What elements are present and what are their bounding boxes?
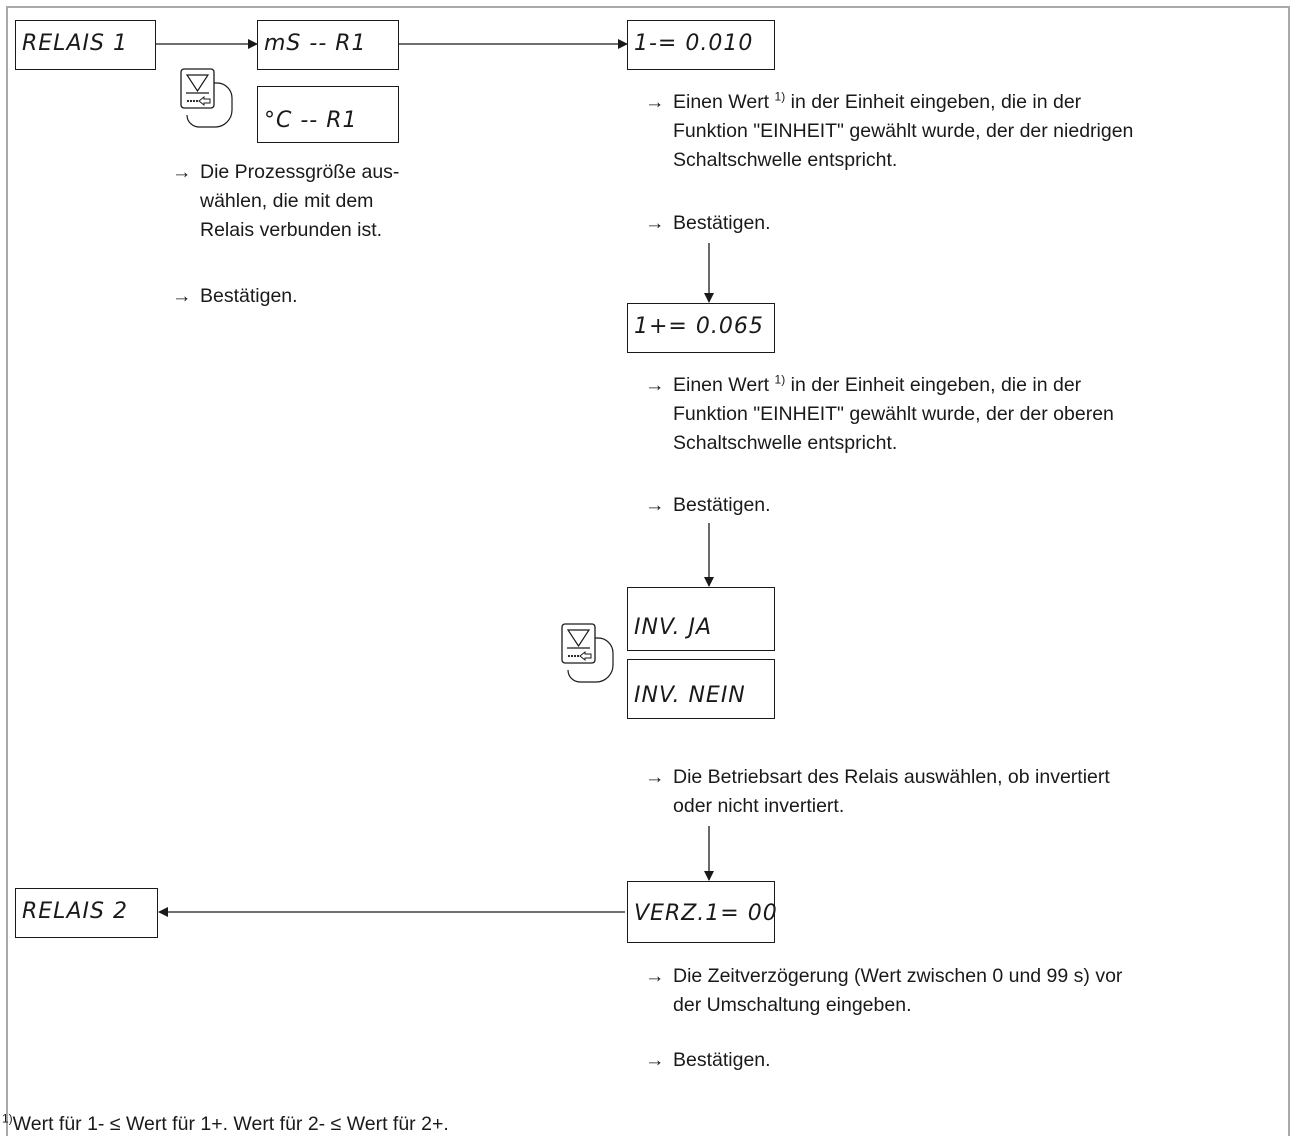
footnote: 1)Wert für 1- ≤ Wert für 1+. Wert für 2-… [2, 1111, 449, 1136]
display-ms-r1: mS -- R1 [257, 20, 399, 70]
instruction-select-process: →Die Prozessgröße aus- wählen, die mit d… [172, 161, 400, 241]
display-low-threshold: 1-= 0.010 [627, 20, 775, 70]
instruction-delay: →Die Zeitverzögerung (Wert zwischen 0 un… [645, 965, 1123, 1016]
instruction-operating-mode: →Die Betriebsart des Relais auswählen, o… [645, 766, 1110, 817]
display-verz: VERZ.1= 00 [627, 881, 777, 943]
instruction-confirm: →Bestätigen. [645, 1049, 771, 1071]
display-inv-nein: INV. NEIN [627, 659, 775, 719]
arrow-down-key-icon [180, 68, 233, 128]
instruction-confirm: →Bestätigen. [172, 285, 298, 307]
arrow-down-key-icon [561, 623, 614, 683]
display-relais-2: RELAIS 2 [15, 888, 158, 938]
display-c-r1: °C -- R1 [257, 86, 399, 143]
display-high-threshold: 1+= 0.065 [627, 303, 775, 353]
display-relais-1: RELAIS 1 [15, 20, 156, 70]
instruction-confirm: →Bestätigen. [645, 494, 771, 516]
instruction-high-value: →Einen Wert 1) in der Einheit eingeben, … [645, 372, 1114, 455]
display-inv-ja: INV. JA [627, 587, 775, 651]
instruction-confirm: →Bestätigen. [645, 212, 771, 234]
instruction-low-value: →Einen Wert 1) in der Einheit eingeben, … [645, 89, 1134, 172]
diagram-frame [6, 6, 1290, 1136]
